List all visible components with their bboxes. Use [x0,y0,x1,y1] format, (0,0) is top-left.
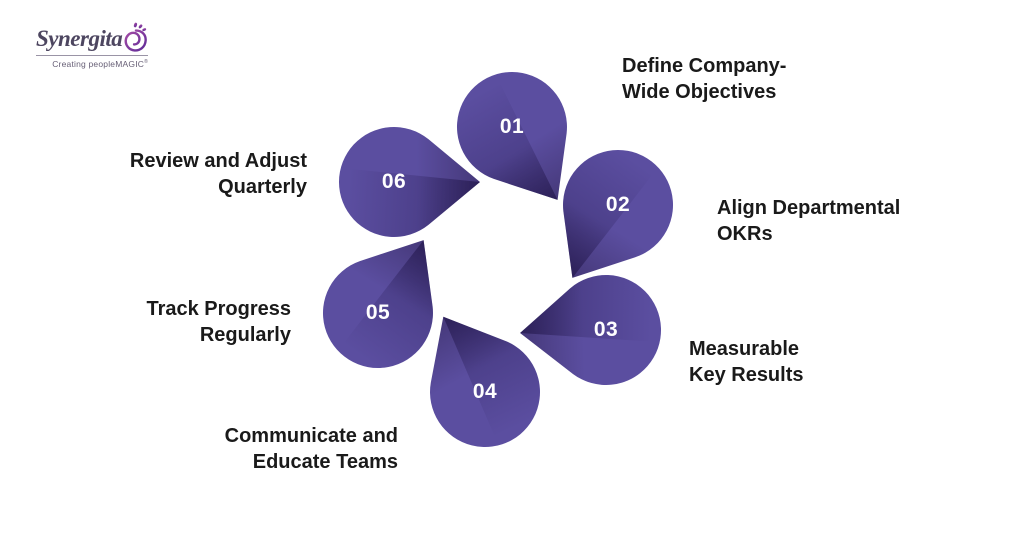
synergita-logo: Synergita Creating peopleMAGIC® [36,22,156,69]
peacock-swirl-icon [124,22,148,52]
step-number-02: 02 [605,193,631,216]
petal-step-06 [338,127,481,237]
step-label-measurable-results: Measurable Key Results [689,338,804,386]
logo-tagline: Creating peopleMAGIC® [36,59,148,69]
step-number-04: 04 [472,380,498,403]
step-number-03: 03 [593,318,619,341]
step-label-communicate-educate: Communicate and Educate Teams [224,425,398,473]
step-number-05: 05 [365,301,391,324]
step-number-06: 06 [381,170,407,193]
step-label-track-progress: Track Progress Regularly [146,298,291,346]
tagline-text: Creating peopleMAGIC [52,59,145,69]
registered-mark: ® [144,59,148,66]
petal-step-03 [518,273,663,388]
step-number-01: 01 [499,115,525,138]
logo-divider [36,55,148,56]
step-label-define-objectives: Define Company- Wide Objectives [622,55,787,103]
step-label-align-okrs: Align Departmental OKRs [717,197,901,245]
step-label-review-adjust: Review and Adjust Quarterly [129,150,307,198]
brand-wordmark: Synergita [36,26,123,51]
